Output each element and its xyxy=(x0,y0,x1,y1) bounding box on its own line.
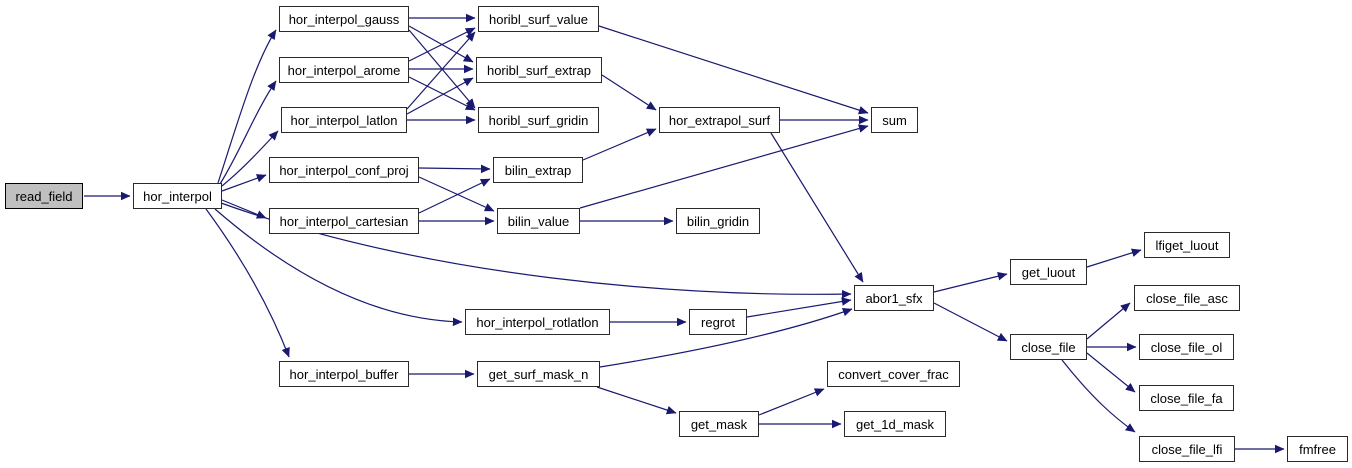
node-horibl_surf_value[interactable]: horibl_surf_value xyxy=(478,6,599,32)
node-close_file[interactable]: close_file xyxy=(1010,334,1087,360)
edge-hor_interpol_gauss-to-horibl_surf_extrap xyxy=(408,25,474,63)
node-convert_cover_frac[interactable]: convert_cover_frac xyxy=(827,361,960,387)
edge-hor_interpol-to-hor_interpol_rotlatlon xyxy=(214,208,463,327)
node-close_file_asc[interactable]: close_file_asc xyxy=(1134,285,1240,311)
node-hor_interpol_rotlatlon[interactable]: hor_interpol_rotlatlon xyxy=(465,309,610,335)
node-label: hor_interpol_conf_proj xyxy=(279,162,409,178)
node-label: get_mask xyxy=(690,416,748,432)
node-hor_interpol[interactable]: hor_interpol xyxy=(133,183,222,209)
edge-abor1_sfx-to-close_file xyxy=(933,302,1008,342)
node-label: horibl_surf_extrap xyxy=(486,62,592,78)
node-get_mask[interactable]: get_mask xyxy=(679,411,759,437)
edge-close_file-to-close_file_lfi xyxy=(1061,359,1136,433)
node-bilin_gridin[interactable]: bilin_gridin xyxy=(676,208,760,234)
node-hor_interpol_latlon[interactable]: hor_interpol_latlon xyxy=(281,107,407,133)
edge-hor_interpol-to-hor_interpol_cartesian xyxy=(221,199,267,219)
node-label: read_field xyxy=(15,188,73,204)
node-fmfree[interactable]: fmfree xyxy=(1287,436,1348,462)
node-label: close_file_ol xyxy=(1150,339,1223,355)
edge-hor_interpol-to-hor_interpol_buffer xyxy=(205,208,290,358)
node-bilin_extrap[interactable]: bilin_extrap xyxy=(493,157,583,183)
edge-hor_interpol_latlon-to-horibl_surf_value xyxy=(406,31,476,110)
node-label: hor_interpol_latlon xyxy=(290,112,398,128)
node-label: hor_interpol_rotlatlon xyxy=(476,314,599,330)
node-label: get_luout xyxy=(1021,264,1076,280)
edge-bilin_extrap-to-hor_extrapol_surf xyxy=(582,128,657,161)
edge-get_surf_mask_n-to-get_mask xyxy=(596,386,677,415)
node-label: bilin_value xyxy=(507,213,570,229)
edge-hor_interpol_conf_proj-to-bilin_value xyxy=(418,176,495,212)
node-label: hor_interpol_gauss xyxy=(288,11,400,27)
node-label: regrot xyxy=(701,314,735,330)
node-label: lfiget_luout xyxy=(1155,237,1219,253)
edge-horibl_surf_extrap-to-hor_extrapol_surf xyxy=(601,74,657,111)
edge-hor_extrapol_surf-to-abor1_sfx xyxy=(770,132,864,283)
node-label: close_file_lfi xyxy=(1151,441,1223,457)
node-label: hor_interpol_buffer xyxy=(289,366,399,382)
edge-hor_interpol_arome-to-horibl_surf_value xyxy=(408,27,476,62)
node-label: convert_cover_frac xyxy=(838,366,949,382)
node-bilin_value[interactable]: bilin_value xyxy=(497,208,580,234)
node-read_field: read_field xyxy=(5,183,83,209)
edge-close_file-to-close_file_asc xyxy=(1086,302,1131,340)
edge-bilin_value-to-sum xyxy=(579,124,869,209)
node-hor_interpol_buffer[interactable]: hor_interpol_buffer xyxy=(279,361,409,387)
node-label: hor_extrapol_surf xyxy=(668,112,771,128)
node-label: horibl_surf_value xyxy=(488,11,588,27)
node-label: bilin_gridin xyxy=(686,213,750,229)
edge-regrot-to-abor1_sfx xyxy=(746,297,852,318)
node-label: close_file xyxy=(1021,339,1076,355)
node-regrot[interactable]: regrot xyxy=(689,309,747,335)
edge-hor_interpol-to-hor_interpol_gauss xyxy=(217,29,277,184)
node-hor_interpol_gauss[interactable]: hor_interpol_gauss xyxy=(279,6,409,32)
node-label: hor_interpol_arome xyxy=(287,62,401,78)
edge-close_file-to-close_file_fa xyxy=(1086,352,1136,393)
node-get_1d_mask[interactable]: get_1d_mask xyxy=(844,411,946,437)
node-close_file_fa[interactable]: close_file_fa xyxy=(1139,385,1234,411)
node-label: bilin_extrap xyxy=(504,162,572,178)
edge-hor_interpol-to-hor_interpol_conf_proj xyxy=(221,174,267,192)
node-label: close_file_asc xyxy=(1146,290,1228,306)
node-label: sum xyxy=(882,112,907,128)
node-sum[interactable]: sum xyxy=(871,107,918,133)
edge-horibl_surf_value-to-sum xyxy=(598,25,869,115)
edge-hor_interpol-to-hor_interpol_arome xyxy=(219,80,277,185)
edge-hor_interpol_arome-to-horibl_surf_gridin xyxy=(408,76,476,111)
node-lfiget_luout[interactable]: lfiget_luout xyxy=(1144,232,1230,258)
node-hor_interpol_cartesian[interactable]: hor_interpol_cartesian xyxy=(269,208,419,234)
edge-hor_interpol_conf_proj-to-bilin_extrap xyxy=(418,164,491,174)
node-get_luout[interactable]: get_luout xyxy=(1010,259,1087,285)
node-hor_interpol_arome[interactable]: hor_interpol_arome xyxy=(279,57,409,83)
edge-abor1_sfx-to-get_luout xyxy=(933,272,1008,293)
node-horibl_surf_extrap[interactable]: horibl_surf_extrap xyxy=(476,57,602,83)
node-label: get_surf_mask_n xyxy=(488,366,589,382)
node-abor1_sfx[interactable]: abor1_sfx xyxy=(854,285,934,311)
edge-get_surf_mask_n-to-abor1_sfx xyxy=(599,307,853,368)
node-hor_interpol_conf_proj[interactable]: hor_interpol_conf_proj xyxy=(269,157,419,183)
node-get_surf_mask_n[interactable]: get_surf_mask_n xyxy=(477,361,600,387)
node-label: abor1_sfx xyxy=(865,290,923,306)
node-label: horibl_surf_gridin xyxy=(488,112,589,128)
edge-get_luout-to-lfiget_luout xyxy=(1086,248,1142,268)
node-label: hor_interpol_cartesian xyxy=(279,213,409,229)
node-close_file_ol[interactable]: close_file_ol xyxy=(1139,334,1234,360)
edge-hor_interpol_cartesian-to-bilin_extrap xyxy=(418,178,491,214)
edge-get_mask-to-convert_cover_frac xyxy=(758,388,825,416)
edge-hor_interpol-to-hor_interpol_latlon xyxy=(221,130,279,187)
node-label: get_1d_mask xyxy=(855,416,935,432)
edge-hor_interpol_latlon-to-horibl_surf_extrap xyxy=(406,77,474,115)
node-label: fmfree xyxy=(1299,441,1336,457)
node-close_file_lfi[interactable]: close_file_lfi xyxy=(1139,436,1235,462)
node-hor_extrapol_surf[interactable]: hor_extrapol_surf xyxy=(659,107,780,133)
node-label: close_file_fa xyxy=(1150,390,1223,406)
node-label: hor_interpol xyxy=(143,188,212,204)
node-horibl_surf_gridin[interactable]: horibl_surf_gridin xyxy=(478,107,599,133)
